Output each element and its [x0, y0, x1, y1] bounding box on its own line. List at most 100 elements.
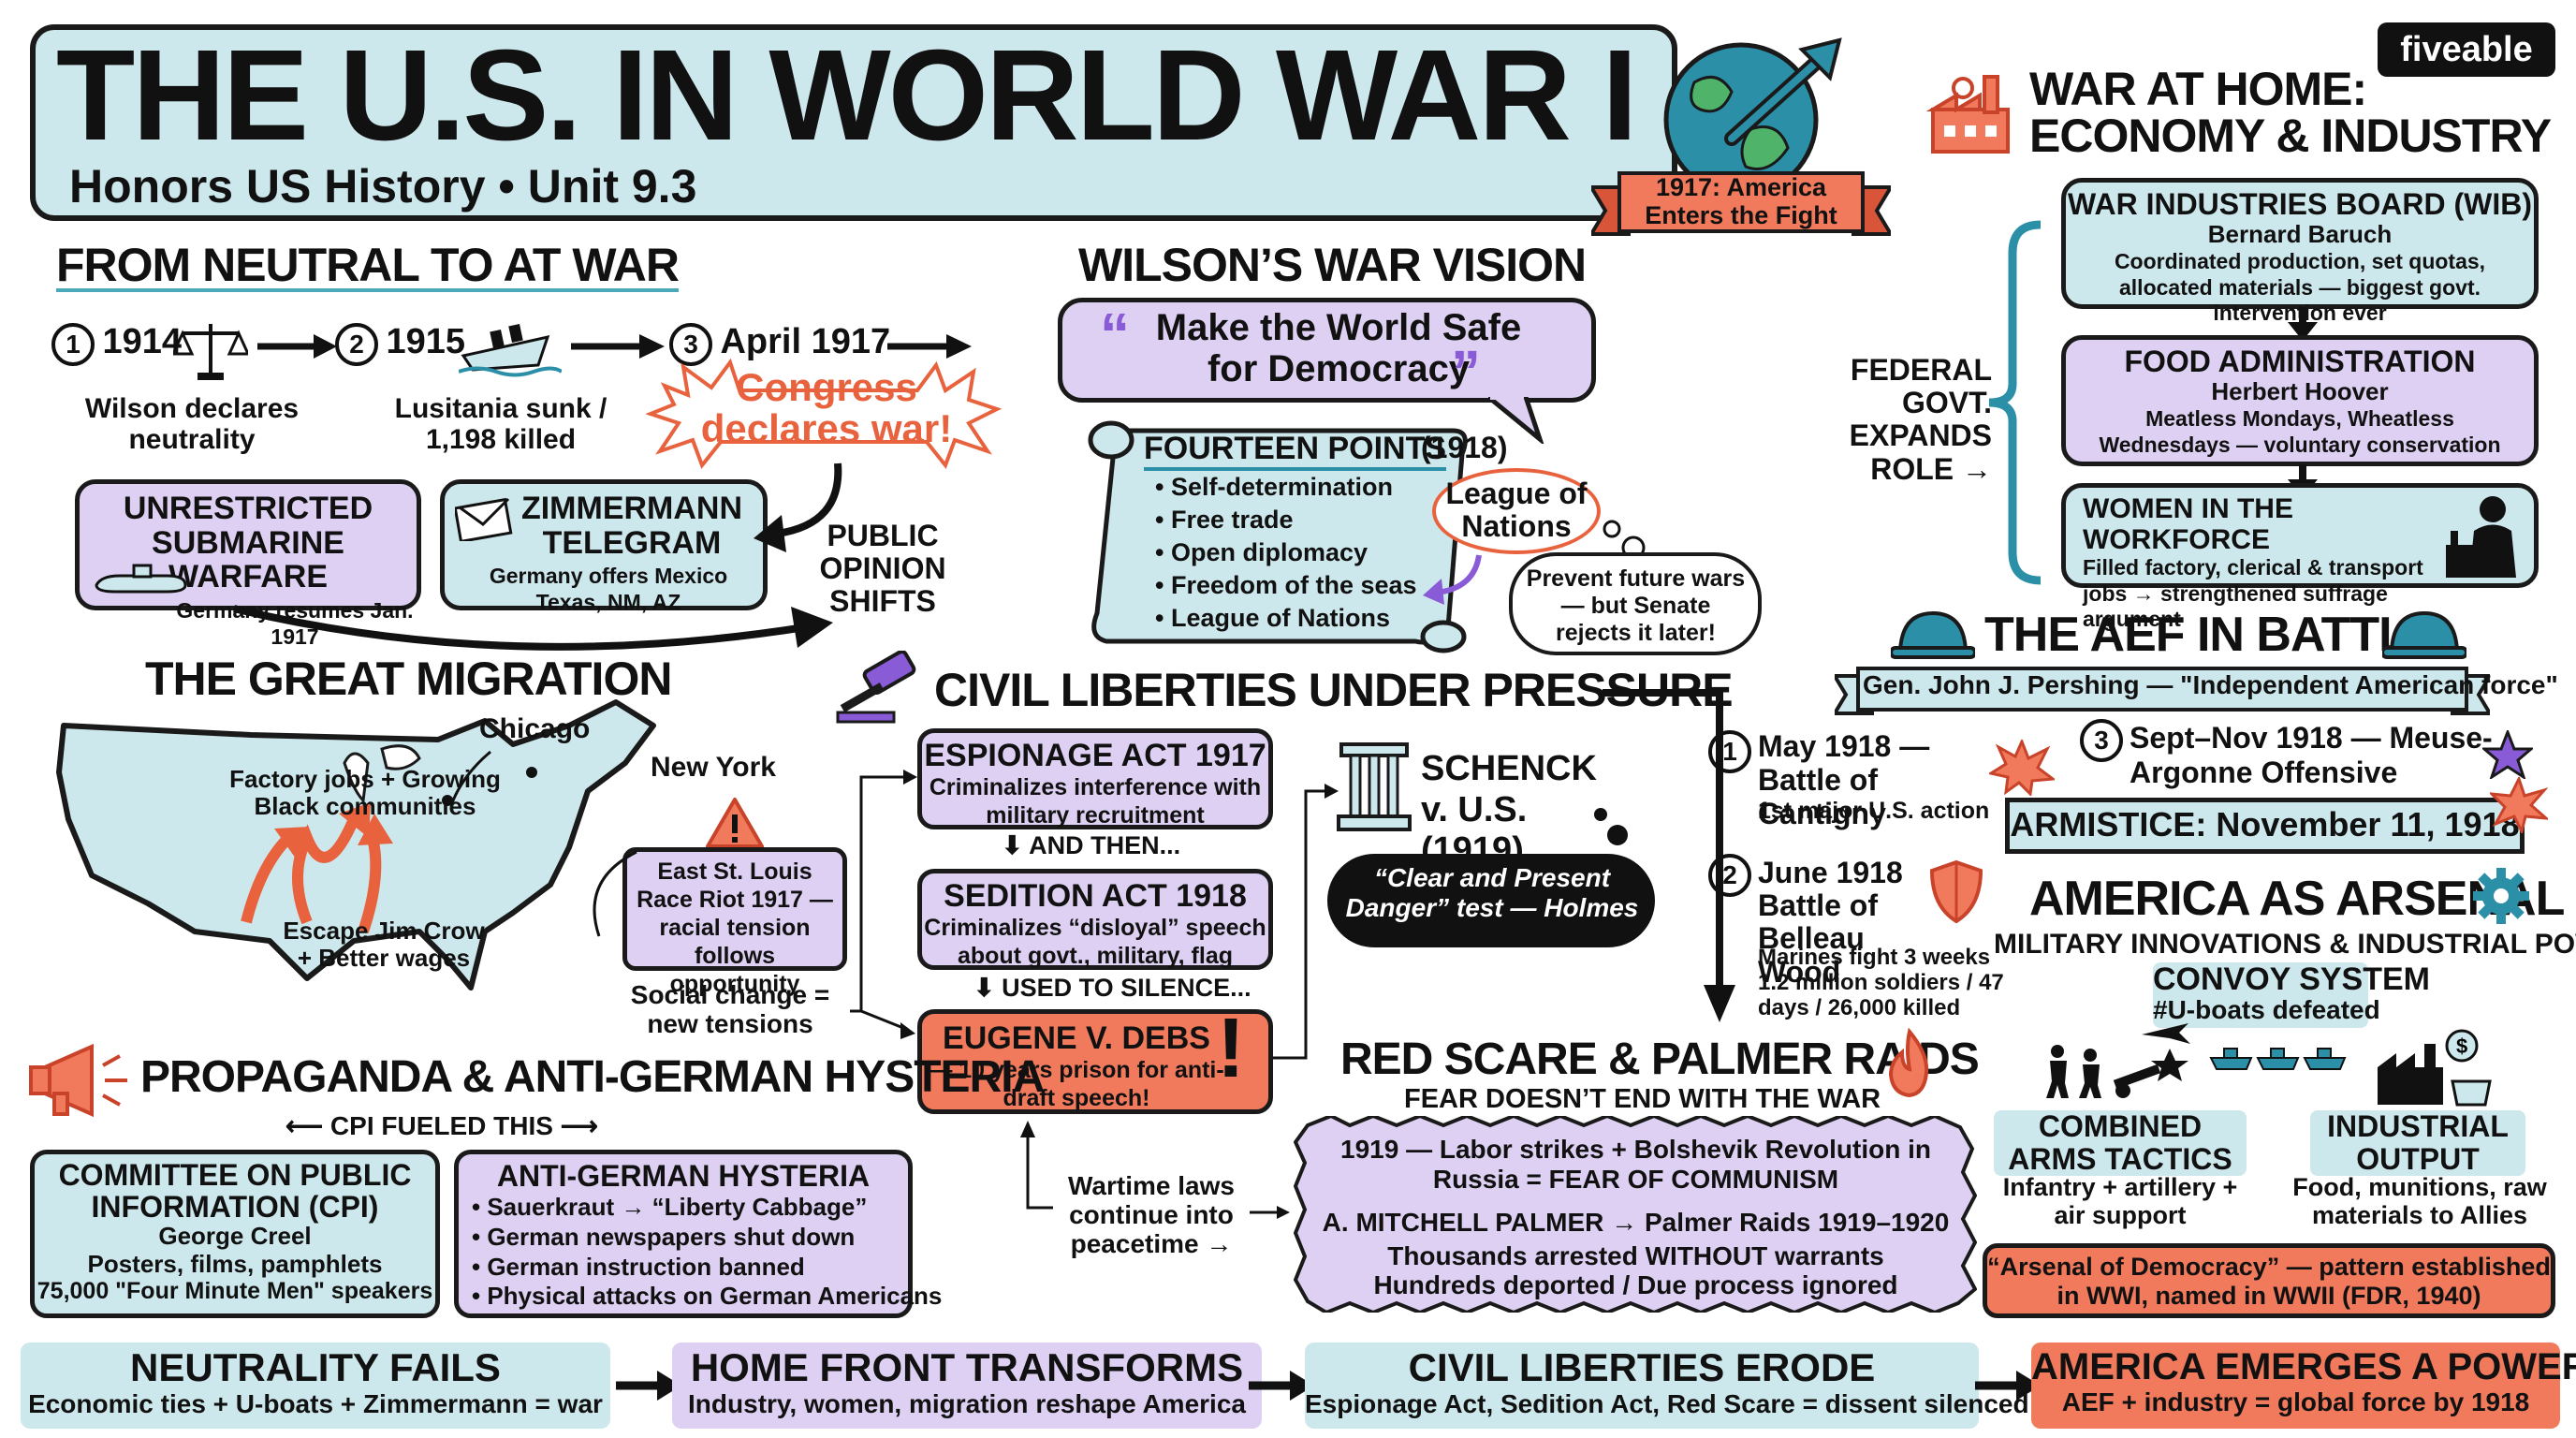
card-body: Coordinated production, set quotas, allo…	[2114, 249, 2486, 326]
scales-icon	[173, 324, 248, 380]
and-then-text: AND THEN...	[1029, 831, 1181, 859]
fourteen-points-list: Self-determination Free trade Open diplo…	[1155, 471, 1417, 635]
bracket	[1988, 220, 2042, 585]
connector-lines	[850, 770, 917, 1039]
section-title-wilson: WILSON’S WAR VISION	[1078, 239, 1587, 291]
step-number: 2	[335, 323, 378, 366]
footer-title: NEUTRALITY FAILS	[130, 1345, 501, 1389]
arrow-icon	[257, 334, 337, 359]
pershing-text: Gen. John J. Pershing — "Independent Ame…	[1863, 670, 2558, 699]
battle-1-body: 1st major U.S. action	[1758, 798, 1990, 824]
redscare-line-2: A. MITCHELL PALMER → Palmer Raids 1919–1…	[1322, 1208, 1950, 1237]
battle-3: 3	[2080, 719, 2123, 762]
gear-icon	[2473, 868, 2529, 924]
step-year: 1914	[102, 322, 182, 361]
used-to-silence-text: USED TO SILENCE...	[1002, 974, 1251, 1002]
battle-2: 2	[1708, 854, 1751, 897]
step-3: 3 April 1917	[669, 322, 891, 366]
ribbon-text: 1917: America Enters the Fight	[1645, 173, 1837, 229]
card-title: UNRESTRICTED SUBMARINE WARFARE	[123, 491, 373, 595]
thought-cloud	[1509, 552, 1762, 655]
card-body: Germany offers Mexico Texas, NM, AZ	[489, 564, 728, 615]
industrial-subtitle: Food, munitions, raw materials to Allies	[2292, 1173, 2547, 1229]
card-title: WOMEN IN THE WORKFORCE	[2083, 493, 2293, 555]
section-title-home-1: WAR AT HOME:	[2029, 63, 2367, 115]
pointer-line	[593, 850, 637, 937]
footer-body: Economic ties + U-boats + Zimmermann = w…	[28, 1389, 603, 1419]
section-title-aef: THE AEF IN BATTLE	[1984, 608, 2440, 662]
us-map	[56, 699, 656, 990]
armistice-box	[2005, 798, 2525, 854]
redscare-line-1: 1919 — Labor strikes + Bolshevik Revolut…	[1340, 1135, 1931, 1195]
league-oval	[1432, 468, 1601, 554]
footer-card-3: CIVIL LIBERTIES ERODE Espionage Act, Sed…	[1305, 1343, 2029, 1429]
helmet-icon	[1891, 610, 1975, 659]
connector-lines	[1020, 1121, 1290, 1219]
battle-2-body: Marines fight 3 weeks 1.2 million soldie…	[1758, 945, 2004, 1020]
curved-arrow	[754, 462, 842, 552]
cpi-fueled-text: CPI FUELED THIS	[329, 1111, 553, 1140]
cpi-fueled-label: ⟵ CPI FUELED THIS ⟶	[285, 1111, 598, 1140]
envelope-icon	[455, 497, 513, 541]
footer-card-4: AMERICA EMERGES A POWER AEF + industry =…	[2031, 1343, 2576, 1429]
step-year: April 1917	[720, 322, 891, 361]
clear-danger-cloud	[1327, 854, 1655, 947]
arrow-icon	[571, 334, 665, 359]
factory-jobs-label: Factory jobs + Growing Black communities	[229, 765, 501, 820]
redscare-subtitle: FEAR DOESN’T END WITH THE WAR	[1404, 1084, 1881, 1114]
newyork-label: New York	[651, 752, 776, 783]
helmet-icon	[2382, 610, 2466, 659]
battle-1: 1	[1708, 730, 1751, 773]
social-change-label: Social change = new tensions	[630, 980, 830, 1038]
card-body: Germany resumes Jan. 1917	[176, 598, 414, 649]
step-number: 1	[1708, 730, 1751, 773]
quote-mark-icon: “	[1100, 301, 1130, 368]
section-title-liberties: CIVIL LIBERTIES UNDER PRESSURE	[934, 664, 1734, 716]
ships-icon	[2209, 1048, 2347, 1070]
chicago-label: Chicago	[479, 713, 591, 744]
card-body: East St. Louis Race Riot 1917 — racial t…	[637, 858, 833, 997]
footer-body: AEF + industry = global force by 1918	[2061, 1387, 2530, 1416]
burst-icon	[646, 358, 1002, 470]
redscare-line-3: Thousands arrested WITHOUT warrants	[1387, 1241, 1884, 1270]
food-admin-card: FOOD ADMINISTRATION Herbert Hoover Meatl…	[2061, 335, 2539, 466]
jagged-box	[1294, 1116, 1977, 1313]
list-item: Self-determination	[1155, 471, 1417, 504]
combined-subtitle: Infantry + artillery + air support	[2002, 1173, 2238, 1229]
svg-text:$: $	[2456, 1034, 2467, 1058]
step-number: 1	[51, 323, 95, 366]
wilson-quote: Make the World Safe for Democracy	[1155, 307, 1522, 389]
list-item: Physical attacks on German Americans	[472, 1282, 942, 1312]
clear-danger-text: “Clear and Present Danger” test — Holmes	[1345, 863, 1639, 923]
section-title-migration: THE GREAT MIGRATION	[145, 653, 672, 705]
submarine-icon	[95, 564, 187, 594]
list-item: League of Nations	[1155, 602, 1417, 635]
battle-3-title: Sept–Nov 1918 — Meuse-Argonne Offensive	[2130, 721, 2493, 789]
list-item: Sauerkraut → “Liberty Cabbage”	[472, 1193, 908, 1223]
card-body: 75,000 "Four Minute Men" speakers	[37, 1277, 433, 1304]
convoy-title: CONVOY SYSTEM	[2153, 961, 2430, 997]
card-title: SEDITION ACT 1918	[944, 878, 1247, 914]
step-1: 1 1914	[51, 322, 182, 366]
thought-text: Prevent future wars — but Senate rejects…	[1526, 565, 1746, 646]
convoy-subtitle: #U-boats defeated	[2153, 995, 2380, 1024]
card-person: George Creel	[158, 1222, 312, 1251]
card-body: Meatless Mondays, Wheatless Wednesdays —…	[2099, 406, 2501, 457]
ribbon-banner	[1591, 171, 1891, 236]
card-title: FOOD ADMINISTRATION	[2124, 345, 2476, 378]
list-item: Open diplomacy	[1155, 536, 1417, 569]
footer-title: AMERICA EMERGES A POWER	[2031, 1346, 2576, 1387]
fiveable-logo: fiveable	[2378, 22, 2555, 77]
combined-bg	[1994, 1110, 2247, 1176]
fourteen-points-year: (1918)	[1421, 431, 1508, 464]
down-arrow	[2288, 307, 2318, 341]
shield-icon	[1929, 859, 1983, 924]
list-item: Free trade	[1155, 504, 1417, 536]
race-riot-card: East St. Louis Race Riot 1917 — racial t…	[622, 847, 847, 997]
flame-icon	[1888, 1028, 1929, 1098]
section-title-redscare: RED SCARE & PALMER RAIDS	[1340, 1034, 1980, 1084]
debs-card: EUGENE V. DEBS — 10 years prison for ant…	[917, 1009, 1273, 1114]
card-person: Herbert Hoover	[2211, 377, 2389, 406]
connector-lines	[1273, 784, 1339, 1060]
pointer-line	[449, 750, 491, 806]
